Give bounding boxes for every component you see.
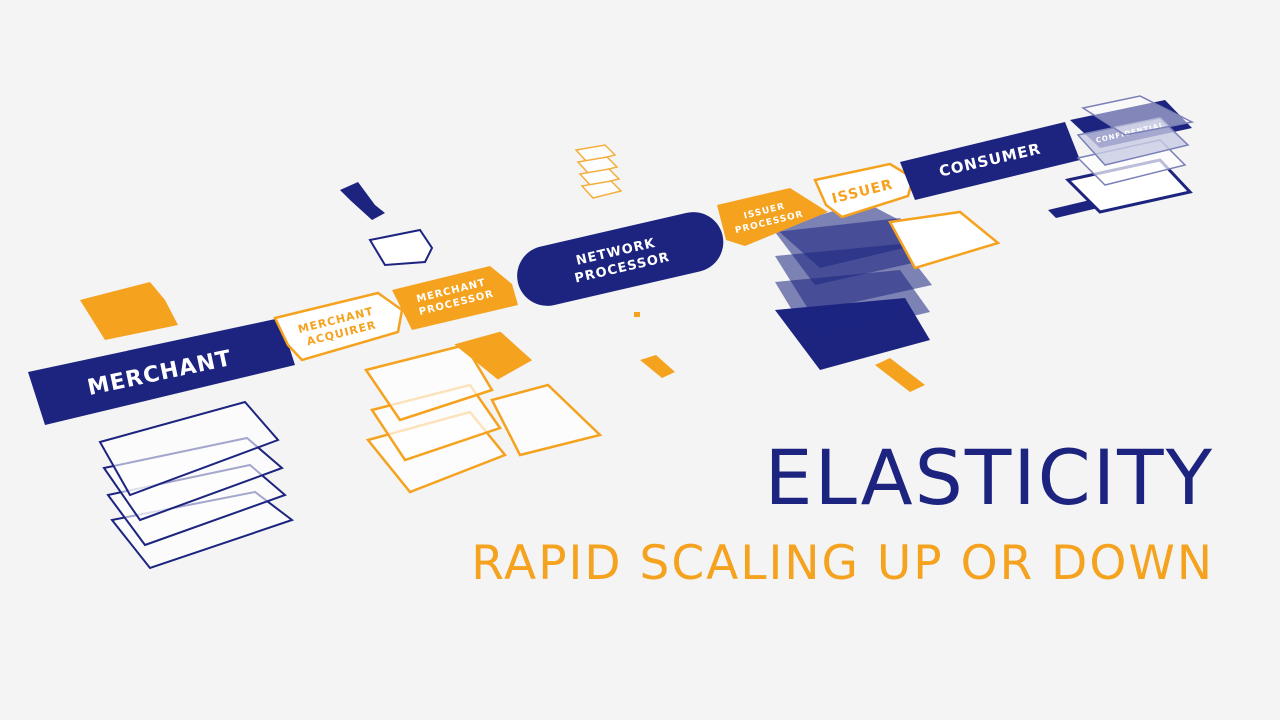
card-stack-right: CONFIDENTIAL (1064, 95, 1195, 214)
card-stack-left (98, 400, 295, 570)
issuer-node: ISSUER (813, 162, 915, 219)
decorative-shapes (80, 144, 1098, 392)
consumer-node: CONSUMER (900, 122, 1080, 200)
card-stack-orange (363, 331, 603, 494)
merchant-node: MERCHANT (28, 318, 295, 425)
network-processor-node: NETWORK PROCESSOR (517, 212, 724, 306)
server-stack (775, 202, 1001, 370)
merchant-acquirer-node: MERCHANT ACQUIRER (273, 291, 404, 362)
merchant-processor-node: MERCHANT PROCESSOR (392, 266, 518, 330)
issuer-processor-node: ISSUER PROCESSOR (717, 188, 828, 246)
page-title: ELASTICITY (764, 433, 1214, 522)
page-subtitle: RAPID SCALING UP OR DOWN (471, 536, 1214, 591)
